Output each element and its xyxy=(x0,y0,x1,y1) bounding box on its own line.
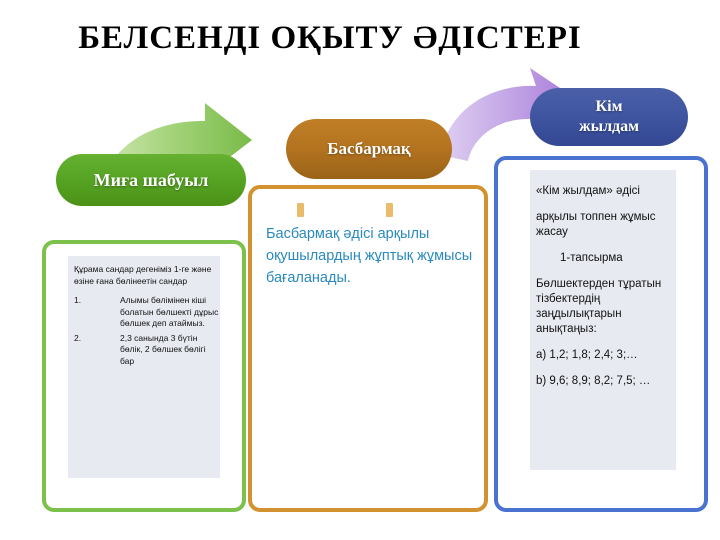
content-sheet-who-is-fast: «Кім жылдам» әдісі арқылы топпен жұмыс ж… xyxy=(530,170,676,470)
who-is-fast-option-b: b) 9,6; 8,9; 8,2; 7,5; … xyxy=(536,375,651,387)
header-pill-brainstorm[interactable]: Миға шабуыл xyxy=(56,154,246,206)
list-item: 2,3 санында 3 бүтін бөлік, 2 бөлшек бөлі… xyxy=(74,332,206,366)
tick-mark-right-icon xyxy=(386,203,393,217)
header-pill-brainstorm-label: Миға шабуыл xyxy=(93,169,209,190)
brainstorm-list: Алымы бөлімінен кіші болатын бөлшекті дұ… xyxy=(68,295,220,367)
content-panel-brainstorm: Құрама сандар дегеніміз 1-ге және өзіне … xyxy=(42,240,246,512)
header-pill-thumb[interactable]: Басбармақ xyxy=(286,119,452,179)
who-is-fast-paragraph: «Кім жылдам» әдісі xyxy=(536,185,640,197)
who-is-fast-paragraph: арқылы топпен жұмыс жасау xyxy=(536,211,656,238)
header-pill-thumb-label: Басбармақ xyxy=(327,139,411,158)
content-panel-who-is-fast: «Кім жылдам» әдісі арқылы топпен жұмыс ж… xyxy=(494,156,708,512)
list-item: Алымы бөлімінен кіші болатын бөлшекті дұ… xyxy=(74,295,219,328)
header-pill-who-is-fast-line1: Кім xyxy=(595,98,623,115)
header-pill-who-is-fast-line2: жылдам xyxy=(578,118,640,135)
tick-mark-left-icon xyxy=(297,203,304,217)
thumb-body-text: Басбармақ әдісі арқылы оқушылардың жұпты… xyxy=(266,226,473,286)
header-pill-who-is-fast-label: Кім жылдам xyxy=(579,97,639,137)
content-sheet-brainstorm: Құрама сандар дегеніміз 1-ге және өзіне … xyxy=(68,256,220,478)
page-title: БЕЛСЕНДІ ОҚЫТУ ӘДІСТЕРІ xyxy=(78,20,582,56)
who-is-fast-paragraph: Бөлшектерден тұратын тізбектердің заңдыл… xyxy=(536,278,662,335)
header-pill-who-is-fast[interactable]: Кім жылдам xyxy=(530,88,688,146)
brainstorm-lead-text: Құрама сандар дегеніміз 1-ге және өзіне … xyxy=(74,264,212,286)
who-is-fast-option-a: a) 1,2; 1,8; 2,4; 3;… xyxy=(536,349,638,361)
content-panel-thumb: Басбармақ әдісі арқылы оқушылардың жұпты… xyxy=(248,185,488,512)
who-is-fast-task-label: 1-тапсырма xyxy=(560,252,623,264)
